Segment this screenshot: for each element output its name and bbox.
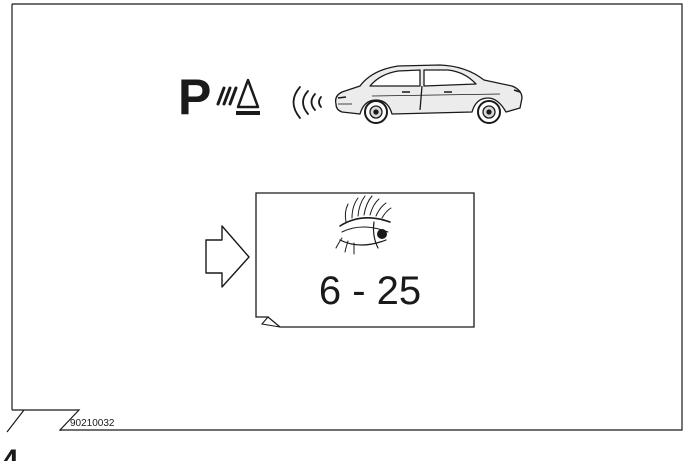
sedan-car-icon (334, 64, 523, 124)
illustration-frame (6, 3, 683, 433)
sensor-range-value: 6 - 25 (319, 269, 421, 313)
outline-arrow-right-icon (205, 225, 250, 288)
display-panel (255, 192, 475, 328)
parking-sensor-warning-icon: P (178, 69, 260, 125)
eye-icon (335, 195, 392, 255)
page-number: 4 (2, 444, 19, 461)
figure-reference-code: 90210032 (70, 418, 115, 429)
sensor-signal-waves-icon (292, 86, 322, 119)
parking-letter: P (178, 69, 211, 125)
